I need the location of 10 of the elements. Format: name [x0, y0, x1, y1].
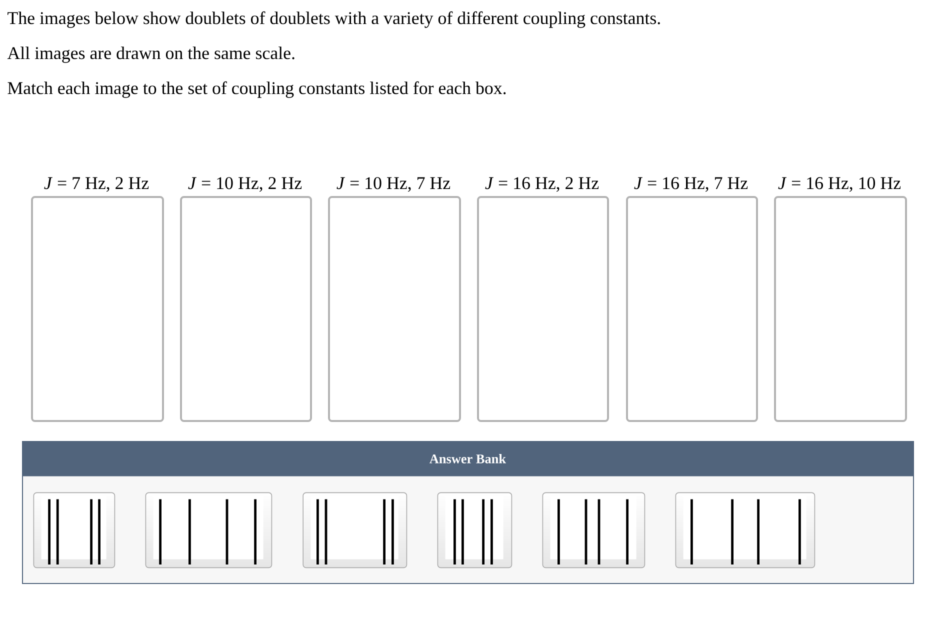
instruction-text: Match each image to the set of coupling constants listed for each box. — [8, 81, 506, 98]
coupling-label: J = 10 Hz, 7 Hz — [336, 177, 450, 192]
coupling-label: J = 16 Hz, 2 Hz — [485, 177, 599, 192]
instruction-text: The images below show doublets of doublets with a variety of different coupling constants. — [8, 11, 660, 28]
coupling-label: J = 10 Hz, 2 Hz — [188, 177, 302, 192]
instruction-text: All images are drawn on the same scale. — [7, 46, 294, 63]
header-bar: Answer Bank — [22, 441, 914, 476]
coupling-label: J = 16 Hz, 10 Hz — [778, 177, 901, 192]
coupling-label: J = 7 Hz, 2 Hz — [44, 177, 149, 192]
coupling-label: J = 16 Hz, 7 Hz — [634, 177, 748, 192]
